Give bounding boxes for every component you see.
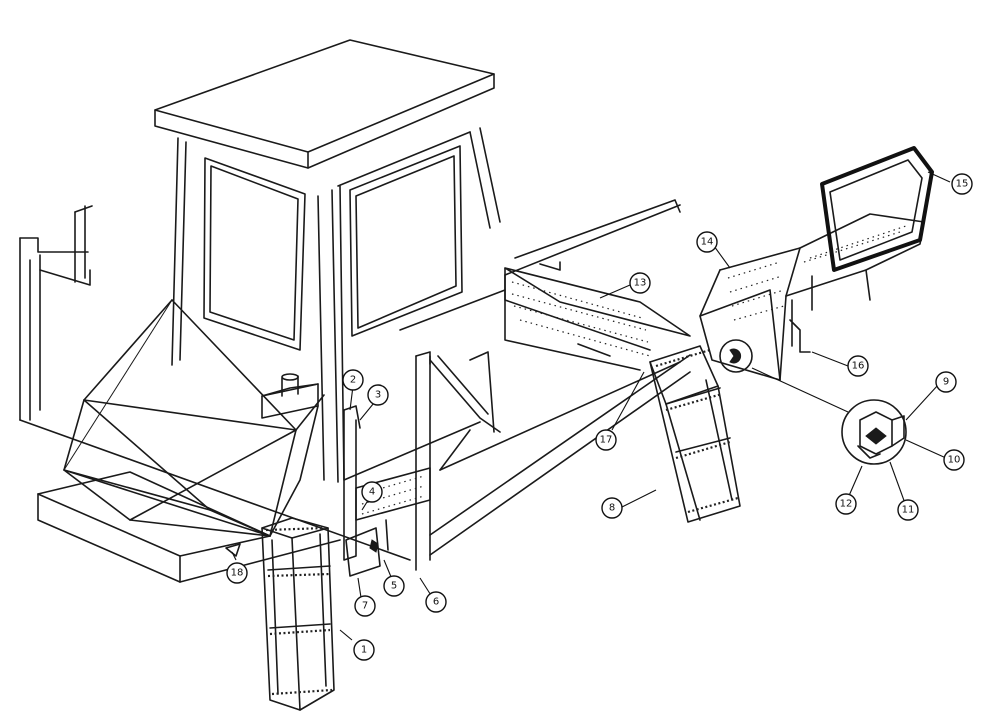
- callout-17: 17: [595, 429, 617, 451]
- svg-text:10: 10: [948, 455, 961, 466]
- callout-8: 8: [601, 497, 623, 519]
- svg-text:18: 18: [231, 568, 244, 579]
- ladder-8: [649, 345, 741, 523]
- svg-text:4: 4: [369, 487, 375, 498]
- callout-10: 10: [943, 449, 965, 471]
- svg-text:6: 6: [433, 597, 439, 608]
- svg-text:9: 9: [943, 377, 949, 388]
- svg-text:15: 15: [956, 179, 969, 190]
- callout-11: 11: [897, 499, 919, 521]
- svg-text:11: 11: [902, 505, 915, 516]
- svg-text:2: 2: [350, 375, 356, 386]
- callout-4: 4: [361, 481, 383, 503]
- callout-16: 16: [847, 355, 869, 377]
- rear-platform: [699, 146, 934, 381]
- center-deck: [504, 261, 691, 357]
- callout-1: 1: [353, 639, 375, 661]
- small-brackets: [225, 543, 241, 557]
- callout-5: 5: [383, 575, 405, 597]
- callout-3: 3: [367, 384, 389, 406]
- svg-text:5: 5: [391, 581, 397, 592]
- base-frame: [19, 199, 691, 583]
- svg-text:8: 8: [609, 503, 615, 514]
- svg-text:12: 12: [840, 499, 853, 510]
- svg-text:7: 7: [362, 601, 368, 612]
- svg-text:14: 14: [701, 237, 714, 248]
- svg-text:16: 16: [852, 361, 865, 372]
- callout-12: 12: [835, 493, 857, 515]
- cab: [63, 39, 501, 571]
- callout-9: 9: [935, 371, 957, 393]
- leader-lines: [231, 171, 951, 641]
- callout-14: 14: [696, 231, 718, 253]
- svg-text:17: 17: [600, 435, 613, 446]
- svg-text:3: 3: [375, 390, 381, 401]
- hitch-detail: [751, 367, 907, 465]
- callout-18: 18: [226, 562, 248, 584]
- callout-2: 2: [342, 369, 364, 391]
- callout-15: 15: [951, 173, 973, 195]
- ladder-1: [261, 405, 389, 711]
- callout-7: 7: [354, 595, 376, 617]
- svg-text:13: 13: [634, 278, 647, 289]
- callout-13: 13: [629, 272, 651, 294]
- svg-text:1: 1: [361, 645, 367, 656]
- callout-6: 6: [425, 591, 447, 613]
